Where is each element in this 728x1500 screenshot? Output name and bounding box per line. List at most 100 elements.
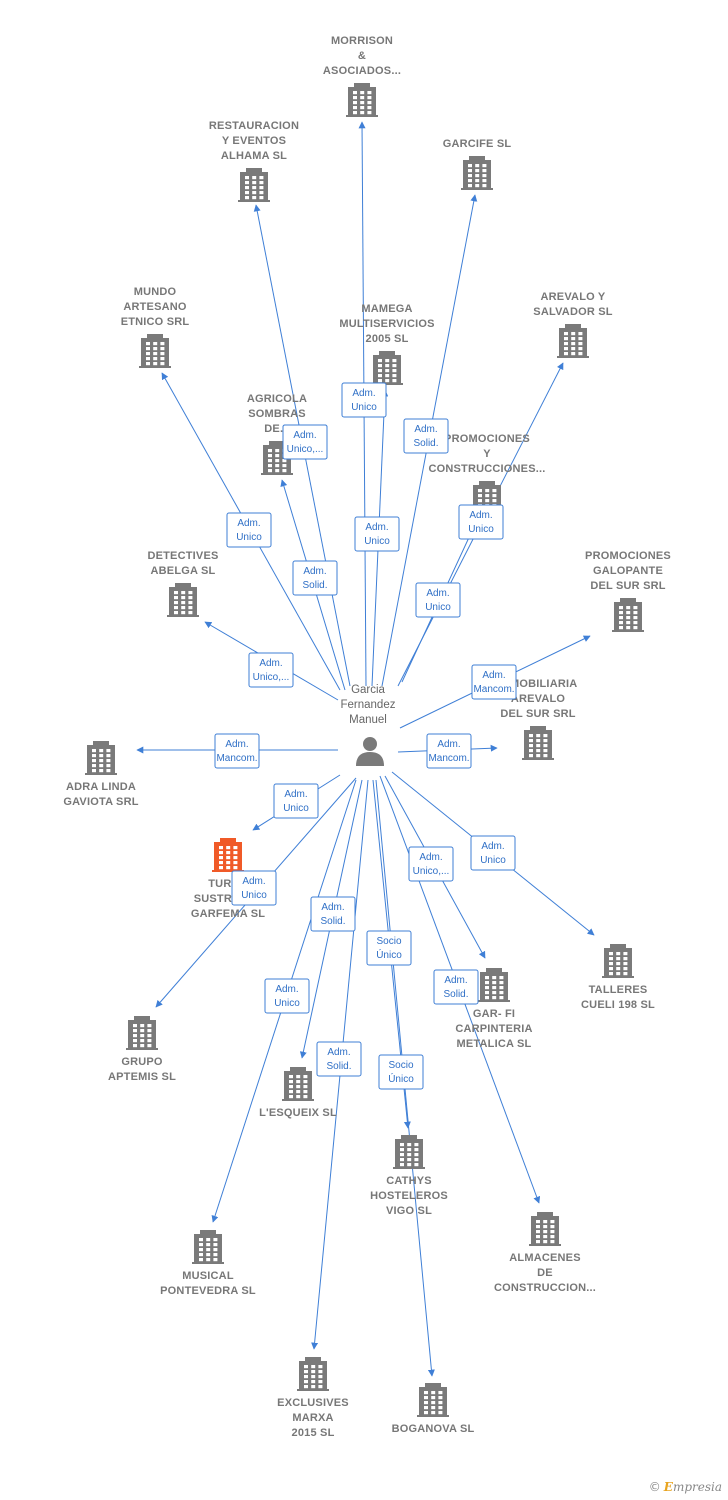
building-window <box>153 342 158 346</box>
edge-label-text: Adm. <box>303 566 326 577</box>
edge-label-arevalo_salvador[interactable]: Adm.Unico <box>458 504 504 540</box>
building-window <box>378 369 382 373</box>
building-window <box>492 996 497 1000</box>
edge-label-text: Adm. <box>419 852 442 863</box>
building-window <box>626 606 631 610</box>
building-window <box>485 494 490 498</box>
building-window <box>392 374 397 378</box>
edge-label-agricola[interactable]: Adm.Unico,... <box>282 424 328 460</box>
edge-label-detectives[interactable]: Adm.Unico,... <box>248 652 294 688</box>
building-window <box>275 459 280 463</box>
company-label: HOSTELEROS <box>370 1190 448 1202</box>
building-window <box>353 91 357 95</box>
building-window <box>296 1090 301 1094</box>
building-window <box>378 379 382 383</box>
person-name: Manuel <box>349 714 387 726</box>
building-window <box>564 332 568 336</box>
building-window <box>536 754 541 758</box>
building-window <box>424 1406 428 1410</box>
building-roof <box>200 1230 216 1235</box>
building-base <box>529 1244 561 1246</box>
building-roof <box>425 1383 441 1388</box>
company-node-almacenes[interactable]: ALMACENESDECONSTRUCCION... <box>494 1212 596 1294</box>
edge-label-adra[interactable]: Adm.Mancom. <box>214 733 260 769</box>
edge-label-exclusives[interactable]: Adm.Solid. <box>316 1041 362 1077</box>
building-window <box>485 986 489 990</box>
building-icon <box>346 83 378 117</box>
building-icon <box>522 726 554 760</box>
edge-label-musical[interactable]: Adm.Unico <box>264 978 310 1014</box>
building-window <box>499 996 504 1000</box>
edge-label-mamega[interactable]: Adm.Unico <box>354 516 400 552</box>
company-node-garcife[interactable]: GARCIFE SL <box>443 138 512 190</box>
company-node-agricola[interactable]: AGRICOLASOMBRASDE... <box>247 393 307 475</box>
building-window <box>623 962 628 966</box>
building-window <box>543 1230 548 1234</box>
company-label: ALHAMA SL <box>221 150 287 162</box>
building-window <box>609 952 613 956</box>
building-window <box>475 179 480 183</box>
person-name: Garcia <box>351 684 385 696</box>
company-label: GAVIOTA SRL <box>63 796 138 808</box>
edge-label-box <box>231 870 277 906</box>
edge-label-promociones_galopante[interactable]: Adm.Mancom. <box>471 664 517 700</box>
edge-label-box <box>366 930 412 966</box>
edge-label-mundo[interactable]: Adm.Unico <box>226 512 272 548</box>
edge-label-text: Único <box>388 1072 414 1085</box>
company-label: PONTEVEDRA SL <box>160 1285 256 1297</box>
edge-label-text: Solid. <box>413 438 438 449</box>
building-window <box>146 357 150 361</box>
company-node-lesqueix[interactable]: L'ESQUEIX SL <box>259 1067 337 1119</box>
building-icon <box>529 1212 561 1246</box>
edge-label-promociones_y[interactable]: Adm.Unico <box>415 582 461 618</box>
building-base <box>478 1000 510 1002</box>
edge-label-morrison[interactable]: Adm.Unico <box>341 382 387 418</box>
edge-label-box <box>470 835 516 871</box>
edge-label-talleres[interactable]: Adm.Unico <box>470 835 516 871</box>
company-label: ALMACENES <box>509 1252 580 1264</box>
building-base <box>557 356 589 358</box>
edge-label-grupo[interactable]: Adm.Unico <box>231 870 277 906</box>
company-label: CATHYS <box>386 1175 432 1187</box>
building-window <box>529 754 533 758</box>
edge-label-lesqueix[interactable]: Adm.Solid. <box>310 896 356 932</box>
edge-label-agricola[interactable]: Adm.Solid. <box>292 560 338 596</box>
building-window <box>619 606 623 610</box>
company-node-morrison[interactable]: MORRISON&ASOCIADOS... <box>323 35 401 117</box>
company-label: GAR- FI <box>473 1008 515 1020</box>
company-node-boganova[interactable]: BOGANOVA SL <box>392 1383 475 1435</box>
edge-label-box <box>415 582 461 618</box>
edge-label-almacenes[interactable]: Adm.Solid. <box>433 969 479 1005</box>
edge-label-garcife[interactable]: Adm.Solid. <box>403 418 449 454</box>
building-base <box>139 366 171 368</box>
edge-label-text: Solid. <box>326 1061 351 1072</box>
building-window <box>303 1090 308 1094</box>
company-label: DEL SUR SRL <box>500 708 575 720</box>
edge-label-inmobiliaria[interactable]: Adm.Mancom. <box>426 733 472 769</box>
edge-label-text: Unico,... <box>253 672 290 683</box>
building-window <box>623 957 628 961</box>
building-window <box>378 359 382 363</box>
edge-label-turba[interactable]: Adm.Unico <box>273 783 319 819</box>
company-node-promociones_y[interactable]: PROMOCIONESYCONSTRUCCIONES... <box>428 433 545 515</box>
edge-label-garfi[interactable]: Adm.Unico,... <box>408 846 454 882</box>
edge-label-text: Socio <box>376 936 401 947</box>
building-window <box>206 1253 211 1257</box>
